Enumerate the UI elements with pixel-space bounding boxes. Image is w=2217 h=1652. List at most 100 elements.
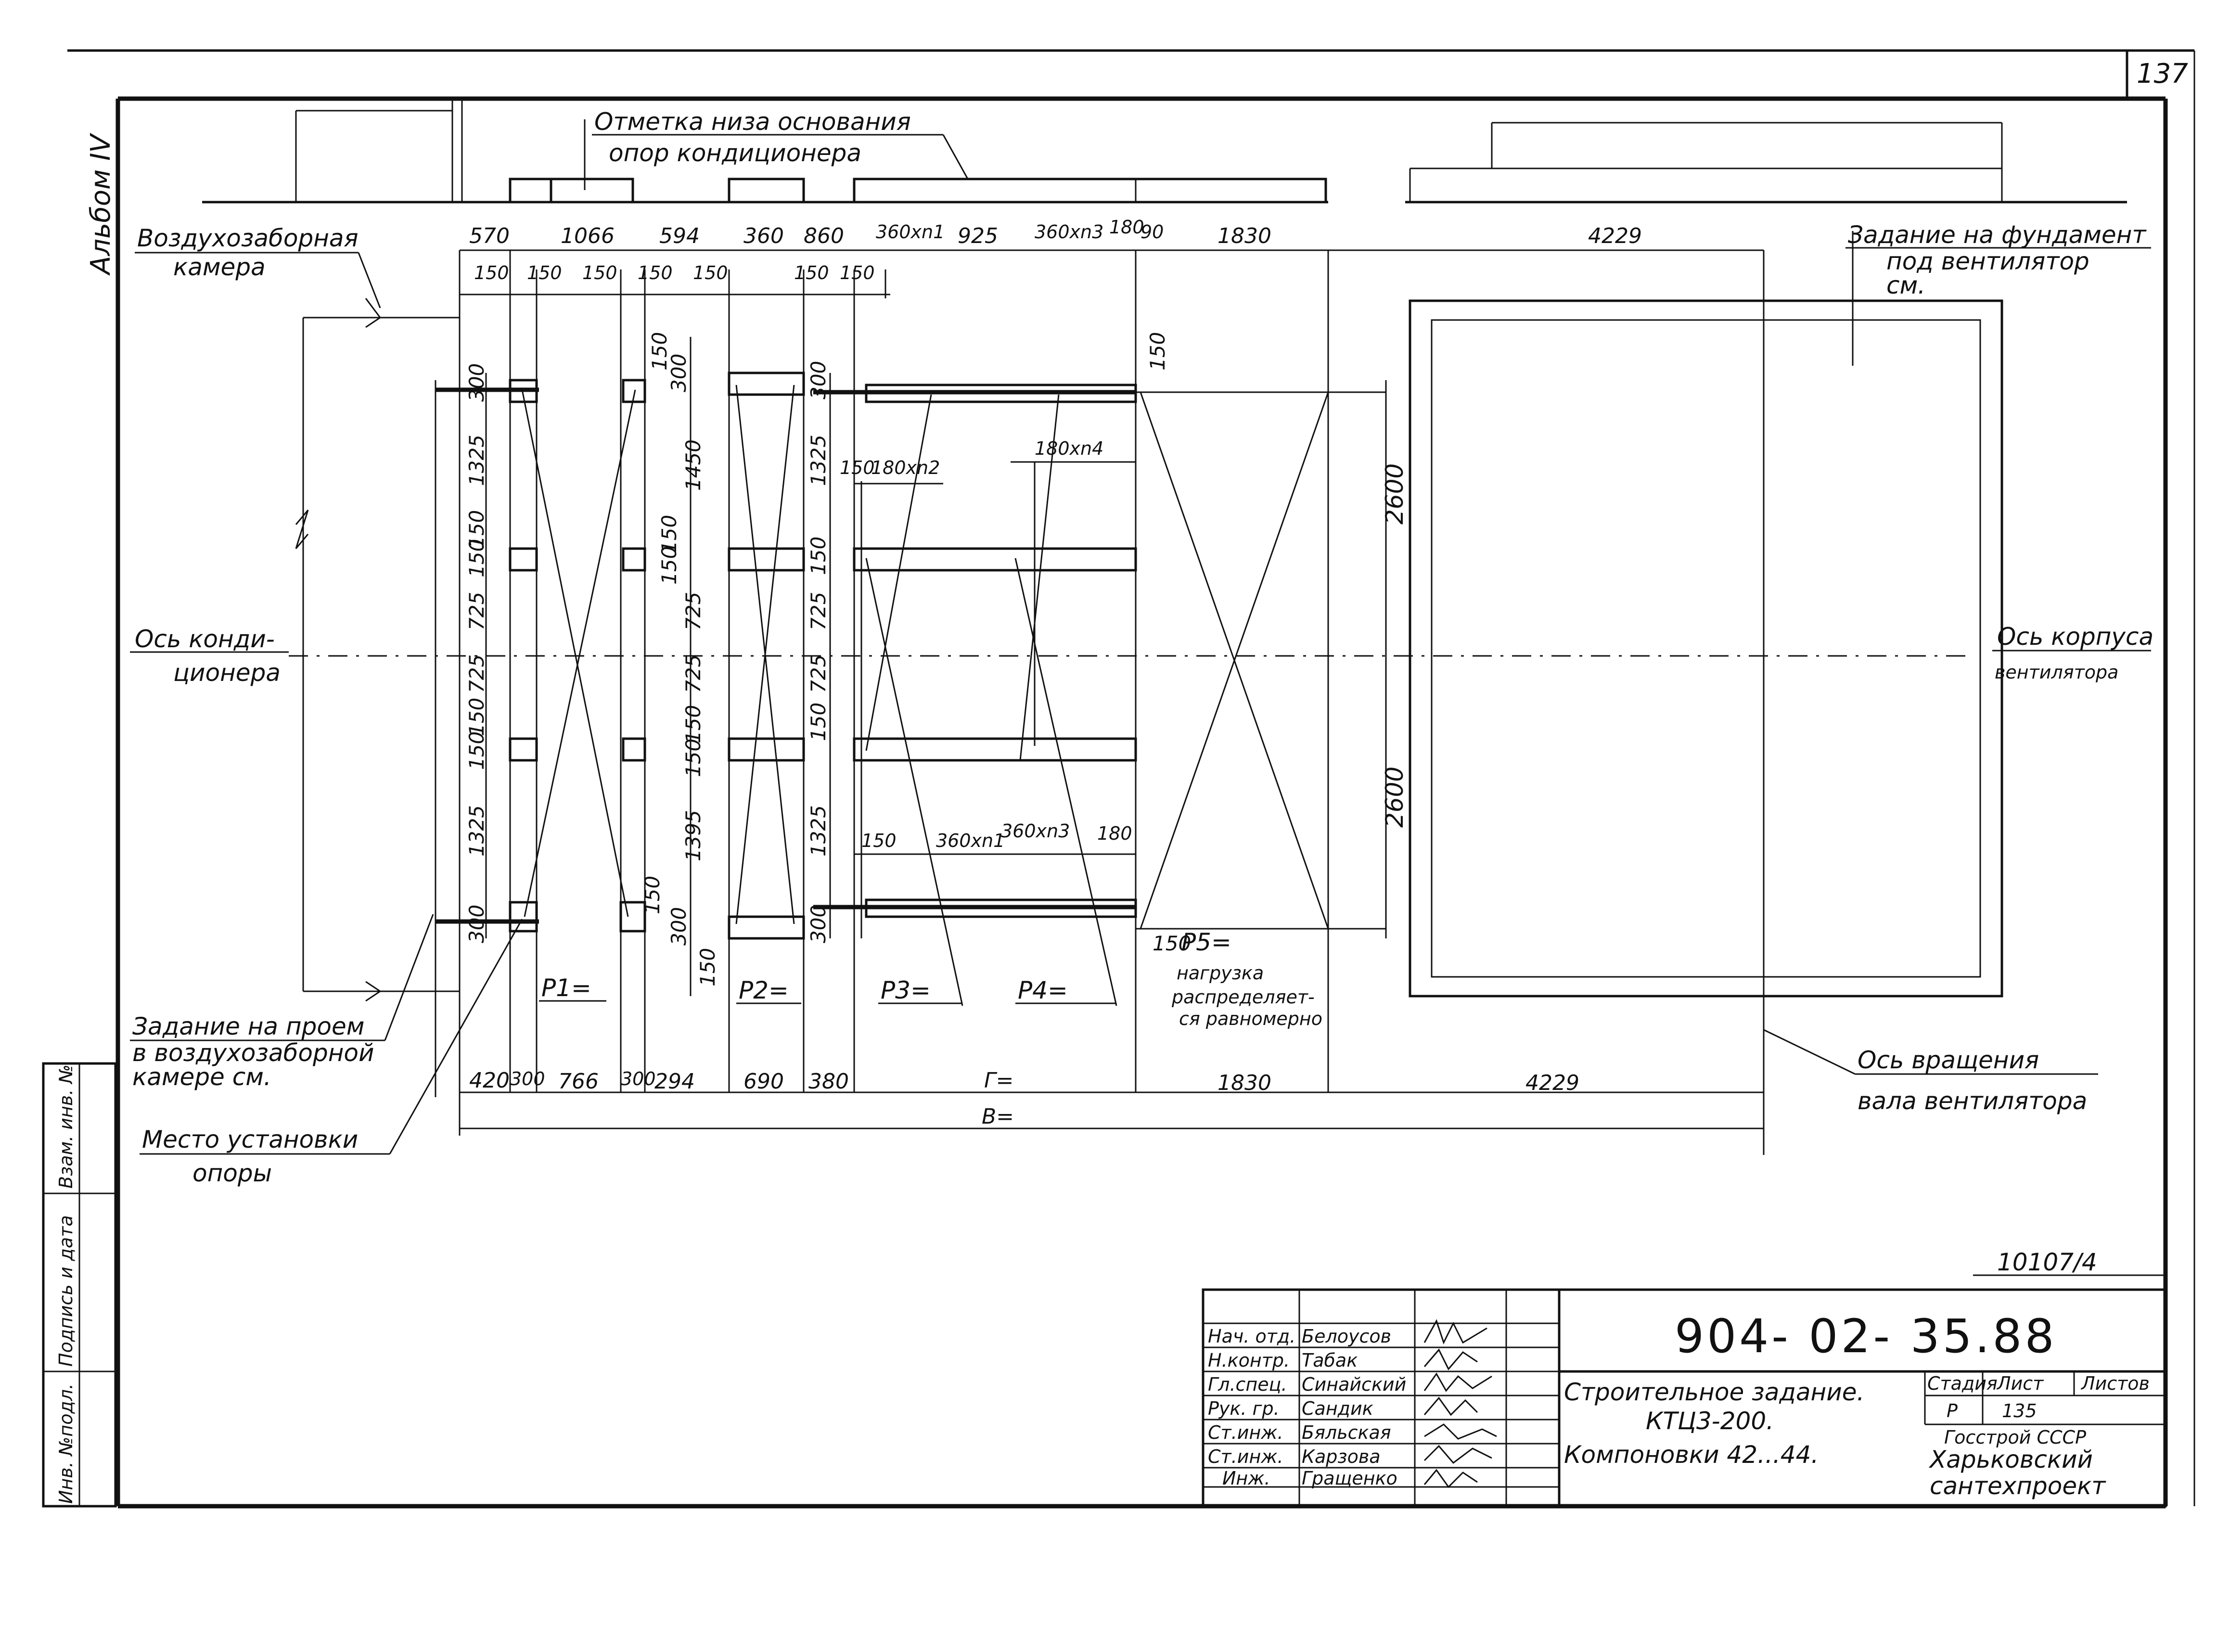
load-p1: P1=	[541, 974, 591, 1002]
air-chamber-label-2: камера	[173, 253, 266, 281]
dim-vm2-5: 725	[807, 654, 830, 693]
dim-inner-top-2: 180хn2	[871, 457, 940, 478]
dim-vl-9: 1325	[465, 805, 488, 857]
dim-vm-10: 1395	[681, 810, 705, 861]
dim-second-4: 150	[638, 262, 673, 283]
role-1: Нач. отд.	[1208, 1326, 1295, 1347]
dim-vm-6: 725	[681, 592, 705, 630]
dim-bot-3: 766	[558, 1069, 599, 1094]
org-line-2: Харьковский	[1928, 1446, 2093, 1473]
dim-vm2-4: 725	[807, 592, 830, 630]
sheet-frame	[67, 49, 2195, 1509]
dim-top-2: 1066	[561, 224, 615, 248]
title-line-3: Компоновки 42...44.	[1564, 1441, 1819, 1469]
dim-vm2-1: 300	[807, 361, 830, 399]
fan-foundation-label: Задание на фундамент	[1848, 221, 2147, 249]
dim-vm-13: 150	[696, 948, 719, 986]
axis-conditioner-label-2: ционера	[173, 659, 281, 687]
dim-second-6: 150	[794, 262, 829, 283]
dim-vm-11: 150	[641, 876, 664, 914]
dim-vl-10: 300	[465, 905, 488, 943]
load-p3: P3=	[881, 976, 931, 1004]
dimensions-vertical-left: 300 1325 150 150 725 725 150 150 1325 30…	[465, 363, 488, 943]
opening-task-label-3: камере см.	[132, 1063, 271, 1091]
dim-vl-3: 150	[465, 510, 488, 549]
dim-bot-9: 1830	[1217, 1071, 1271, 1095]
dimensions-vertical-mid: 150 300 1450 150 150 725 725 150 150 139…	[641, 332, 719, 996]
dim-vl-8: 150	[465, 731, 488, 770]
dim-vm-5: 150	[657, 546, 681, 585]
inner-dimensions: 150 180хn2 180хn4 150 360хn1 360хn3 180	[840, 438, 1136, 855]
support-place-label-2: опоры	[192, 1159, 272, 1187]
dimensions-top: 570 1066 594 360 860 360хn1 925 360хn3 1…	[460, 217, 1764, 295]
axis-conditioner-label: Ось конди-	[135, 625, 275, 653]
dim-inner-bottom-1: 150	[861, 830, 897, 851]
title-line-2: КТЦ3-200.	[1646, 1407, 1774, 1435]
dim-vr-4: 150	[1153, 932, 1191, 955]
base-mark-label: Отметка низа основания	[594, 108, 911, 136]
dim-second-7: 150	[840, 262, 875, 283]
dim-vm2-7: 1325	[807, 805, 830, 857]
dim-second-2: 150	[527, 262, 562, 283]
dim-vm-4: 150	[657, 515, 681, 553]
name-2: Табак	[1302, 1350, 1358, 1371]
sheet-header: Лист	[1996, 1373, 2044, 1394]
rotation-axis-label-2: вала вентилятора	[1858, 1087, 2087, 1115]
load-p5-3: распределяет-	[1171, 986, 1315, 1008]
name-4: Сандик	[1302, 1398, 1373, 1419]
dim-second-1: 150	[474, 262, 509, 283]
sheets-header: Листов	[2080, 1373, 2150, 1394]
title-line-1: Строительное задание.	[1564, 1378, 1864, 1406]
dim-vm2-8: 300	[807, 905, 830, 943]
load-p4: P4=	[1018, 976, 1068, 1004]
stamp-signature: Подпись и дата	[55, 1215, 77, 1367]
dim-top-7: 925	[958, 224, 998, 248]
dim-inner-bottom-4: 180	[1097, 823, 1132, 844]
dim-vr-1: 150	[1146, 332, 1169, 371]
stage-value: Р	[1947, 1400, 1958, 1421]
dim-top-9: 180	[1109, 217, 1144, 238]
rotation-axis-label: Ось вращения	[1858, 1046, 2039, 1074]
page-number: 137	[2137, 58, 2188, 90]
support-place-label: Место установки	[142, 1126, 358, 1153]
dim-top-1: 570	[469, 224, 510, 248]
dim-second-3: 150	[582, 262, 617, 283]
axis-fan-body-label: Ось корпуса	[1997, 623, 2153, 651]
axis-fan-body-label-2: вентилятора	[1995, 662, 2118, 683]
name-7: Гращенко	[1302, 1468, 1397, 1489]
dim-vl-7: 150	[465, 698, 488, 736]
role-2: Н.контр.	[1208, 1350, 1290, 1371]
org-line-1: Госстрой СССР	[1944, 1427, 2086, 1448]
role-4: Рук. гр.	[1208, 1398, 1280, 1419]
support-grid	[302, 250, 1765, 1155]
name-6: Карзова	[1302, 1446, 1381, 1467]
dim-bot-8: Г=	[984, 1068, 1013, 1093]
dim-overall: В=	[982, 1104, 1014, 1129]
stage-header: Стадия	[1927, 1373, 1998, 1394]
dim-vl-1: 300	[465, 363, 488, 402]
signatures	[1423, 1319, 1497, 1488]
document-code: 904- 02- 35.88	[1675, 1309, 2057, 1363]
dim-inner-bottom-2: 360хn1	[936, 830, 1005, 851]
dim-vm-12: 300	[667, 907, 691, 946]
stamp-replace: Взам. инв. №	[55, 1064, 77, 1189]
album-label: Альбом IV	[85, 133, 116, 276]
title-block: Нач. отд. Н.контр. Гл.спец. Рук. гр. Ст.…	[1202, 1288, 2167, 1508]
dim-top-6: 360хn1	[876, 221, 945, 243]
dim-inner-top-1: 150	[840, 457, 875, 478]
org-line-3: сантехпроект	[1930, 1472, 2106, 1500]
dim-vm-3: 1450	[681, 439, 705, 491]
dim-second-5: 150	[693, 262, 728, 283]
role-5: Ст.инж.	[1208, 1422, 1283, 1443]
load-labels: P1= P2= P3= P4= P5= нагрузка распределяе…	[539, 928, 1322, 1029]
dim-bot-10: 4229	[1525, 1071, 1579, 1095]
left-stamp: Инв. №подл. Подпись и дата Взам. инв. №	[42, 1062, 117, 1508]
dimensions-vertical-right: 150 2600 2600 150	[1146, 332, 1409, 955]
dim-vm2-3: 150	[807, 537, 830, 575]
name-1: Белоусов	[1302, 1326, 1391, 1347]
fan-foundation-label-3: см.	[1886, 271, 1925, 299]
dimensions-bottom: 420 300 766 300 294 690 380 Г= 1830 4229…	[459, 1068, 1765, 1136]
dim-vm-7: 725	[681, 654, 705, 693]
dim-bot-2: 300	[510, 1068, 545, 1089]
